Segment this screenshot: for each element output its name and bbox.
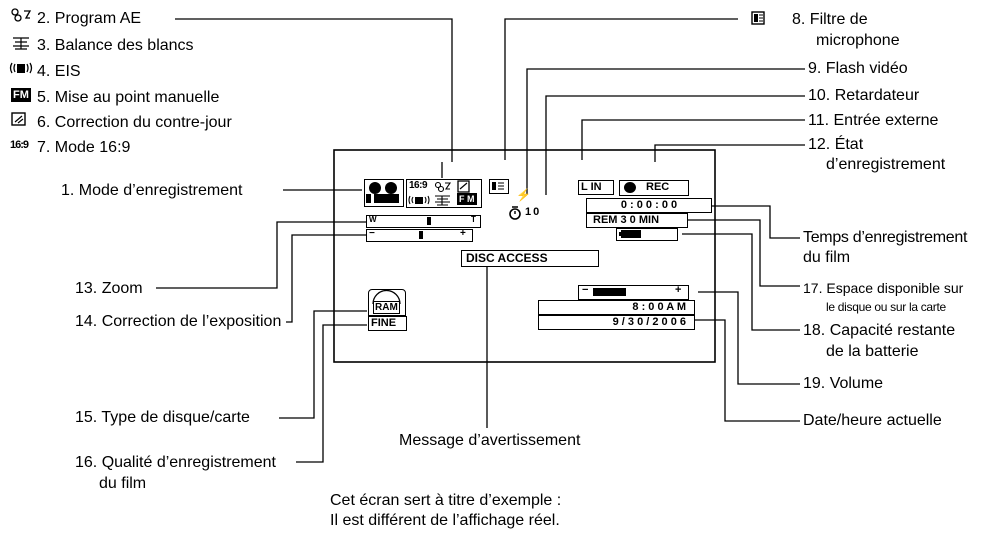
quality-indicator: FINE [368, 316, 407, 331]
label-free-space-a: 17. Espace disponible sur [803, 280, 964, 296]
exposure-bar: − + [366, 228, 473, 242]
legend-item-program-ae: 2. Program AE [37, 10, 142, 27]
rec-dot-icon [624, 182, 636, 193]
legend-item-wide: 7. Mode 16:9 [37, 139, 131, 156]
volume-bar: − + [578, 284, 689, 300]
manual-focus-indicator: F M [457, 193, 477, 205]
zoom-wide-label: W [369, 215, 377, 224]
legend-item-focus: 5. Mise au point manuelle [37, 89, 220, 106]
label-recording-mode: 1. Mode d’enregistrement [61, 182, 243, 199]
rec-status-indicator: REC [619, 180, 689, 196]
note-line-2: Il est différent de l’affichage réel. [330, 512, 560, 529]
label-rec-state-b: d’enregistrement [826, 156, 946, 173]
program-ae-indicator [434, 181, 452, 193]
label-rec-state-a: 12. État [808, 136, 864, 153]
mic-filter-indicator [489, 179, 509, 194]
clock-display: 8 : 0 0 A M [538, 300, 695, 315]
disc-type-label: RAM [373, 301, 400, 314]
volume-minus: − [582, 284, 589, 296]
zoom-tele-label: T [471, 215, 476, 224]
label-date-time: Date/heure actuelle [803, 412, 942, 429]
label-exposure: 14. Correction de l’exposition [75, 313, 282, 330]
legend-item-balance: 3. Balance des blancs [37, 37, 194, 54]
wide-mode-icon: 16:9 [10, 139, 29, 151]
label-battery-b: de la batterie [826, 343, 919, 360]
label-battery-a: 18. Capacité restante [803, 322, 956, 339]
manual-focus-icon: FM [11, 88, 31, 102]
remaining-time-display: REM 3 0 MIN [586, 213, 688, 228]
label-rec-time-a: Temps d’enregistrement [803, 229, 968, 246]
white-balance-indicator [435, 195, 450, 206]
label-volume: 19. Volume [803, 375, 884, 392]
wide-mode-indicator: 16:9 [409, 180, 428, 191]
legend-item-eis: 4. EIS [37, 63, 81, 80]
eis-icon [9, 61, 33, 78]
label-rec-time-b: du film [803, 249, 851, 266]
note-line-1: Cet écran sert à titre d’exemple : [330, 492, 562, 509]
zoom-bar: W T [366, 215, 481, 228]
backlight-indicator [457, 180, 470, 193]
white-balance-icon [11, 36, 31, 53]
eis-indicator [408, 195, 430, 205]
mic-filter-icon [751, 11, 765, 28]
label-self-timer: 10. Retardateur [808, 87, 920, 104]
label-warning-message: Message d’avertissement [399, 432, 581, 449]
mode-icon-cluster: 16:9 F M [406, 179, 482, 208]
timecode-display: 0 : 0 0 : 0 0 [586, 198, 712, 213]
zoom-position-marker [427, 217, 431, 225]
line-in-indicator: L IN [578, 180, 614, 195]
legend-item-backlight: 6. Correction du contre-jour [37, 114, 232, 131]
rec-label: REC [646, 181, 670, 193]
exposure-minus: − [369, 228, 375, 239]
volume-plus: + [675, 284, 682, 296]
label-zoom: 13. Zoom [75, 280, 143, 297]
flash-indicator: ⚡ [516, 188, 531, 202]
backlight-icon [11, 112, 27, 129]
battery-indicator [616, 228, 678, 241]
disc-access-message: DISC ACCESS [461, 250, 599, 267]
label-quality-b: du film [99, 475, 147, 492]
label-mic-filter-b: microphone [816, 32, 900, 49]
label-disc-type: 15. Type de disque/carte [75, 409, 250, 426]
battery-icon [619, 230, 641, 238]
label-flash: 9. Flash vidéo [808, 60, 908, 77]
date-display: 9 / 3 0 / 2 0 0 6 [538, 315, 695, 330]
exposure-plus: + [460, 228, 466, 239]
label-external-input: 11. Entrée externe [808, 112, 939, 129]
recording-mode-icon [364, 179, 404, 207]
exposure-marker [419, 231, 423, 239]
self-timer-value: 10 [525, 206, 542, 218]
self-timer-icon [509, 206, 521, 220]
volume-level-fill [593, 288, 626, 296]
label-mic-filter-a: 8. Filtre de [792, 11, 868, 28]
label-quality-a: 16. Qualité d’enregistrement [75, 454, 276, 471]
disc-type-indicator: RAM [368, 289, 406, 316]
label-free-space-b: le disque ou sur la carte [826, 300, 946, 314]
program-ae-icon [10, 8, 32, 25]
